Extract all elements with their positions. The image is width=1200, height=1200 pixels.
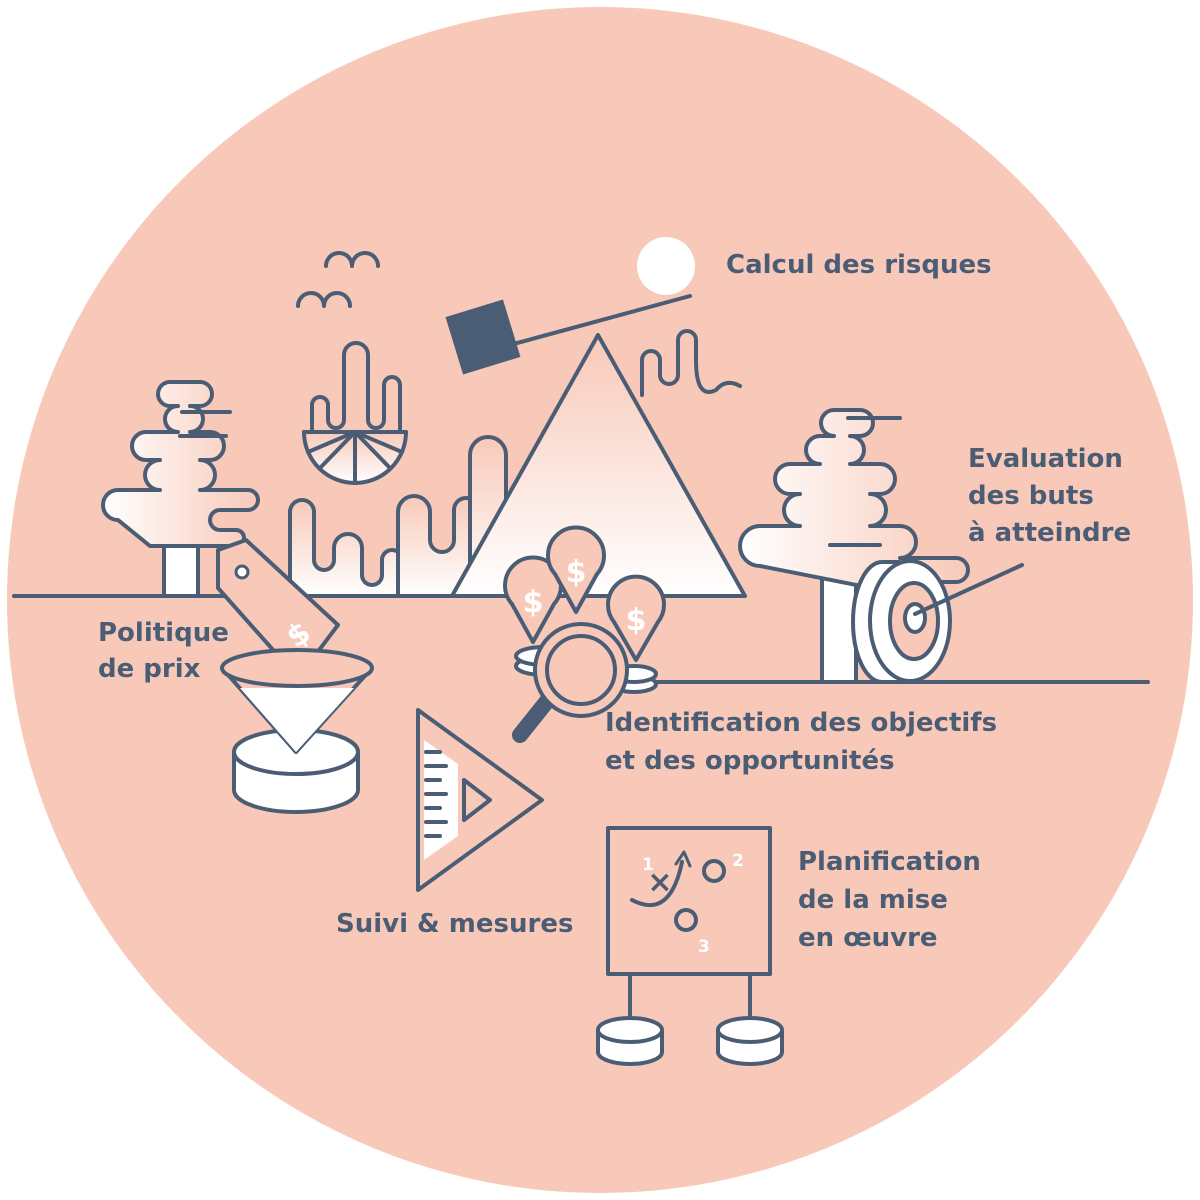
magnifier-icon: $ $ $ (503, 525, 666, 743)
label-planification-line-3: en œuvre (798, 923, 938, 953)
label-politique-line-1: Politique (98, 618, 229, 648)
label-politique-line-2: de prix (98, 654, 201, 684)
label-planification: Planification de la mise en œuvre (798, 847, 981, 953)
tree-icon-right (738, 408, 970, 684)
label-politique: Politique de prix (98, 618, 229, 684)
hills-left (288, 435, 508, 598)
money-pin-icon-2: $ (546, 525, 606, 614)
label-evaluation: Evaluation des buts à atteindre (968, 444, 1131, 548)
mountain-icon (450, 333, 747, 598)
tree-icon (101, 380, 260, 598)
strategy-board-icon: × 1 2 3 (596, 826, 784, 1066)
money-pin-icon: $ (503, 555, 563, 644)
board-number-3: 3 (698, 937, 710, 957)
label-planification-line-1: Planification (798, 847, 981, 877)
set-square-icon (416, 708, 544, 892)
cactus-bowl-icon (302, 341, 408, 485)
label-evaluation-line-3: à atteindre (968, 518, 1131, 548)
board-number-2: 2 (732, 851, 744, 871)
dollar-sign: $ (523, 585, 544, 620)
board-cross: × (647, 865, 672, 900)
background-circle (7, 7, 1193, 1193)
dollar-sign: $ (566, 555, 587, 590)
seesaw-icon (445, 237, 695, 375)
birds-icon (296, 251, 380, 308)
wavy-line (640, 329, 742, 397)
label-suivi: Suivi & mesures (336, 909, 573, 939)
label-evaluation-line-2: des buts (968, 481, 1094, 511)
target-icon (851, 559, 1024, 684)
money-pin-icon-3: $ (606, 574, 666, 662)
dollar-sign: $ (626, 603, 647, 638)
label-planification-line-2: de la mise (798, 885, 948, 915)
label-calcul-risques: Calcul des risques (726, 250, 992, 280)
funnel-icon (220, 648, 374, 814)
label-evaluation-line-1: Evaluation (968, 444, 1123, 474)
label-identification: Identification des objectifs et des oppo… (605, 708, 997, 776)
board-number-1: 1 (642, 855, 654, 875)
label-identification-line-1: Identification des objectifs (605, 708, 997, 738)
label-identification-line-2: et des opportunités (605, 746, 895, 776)
